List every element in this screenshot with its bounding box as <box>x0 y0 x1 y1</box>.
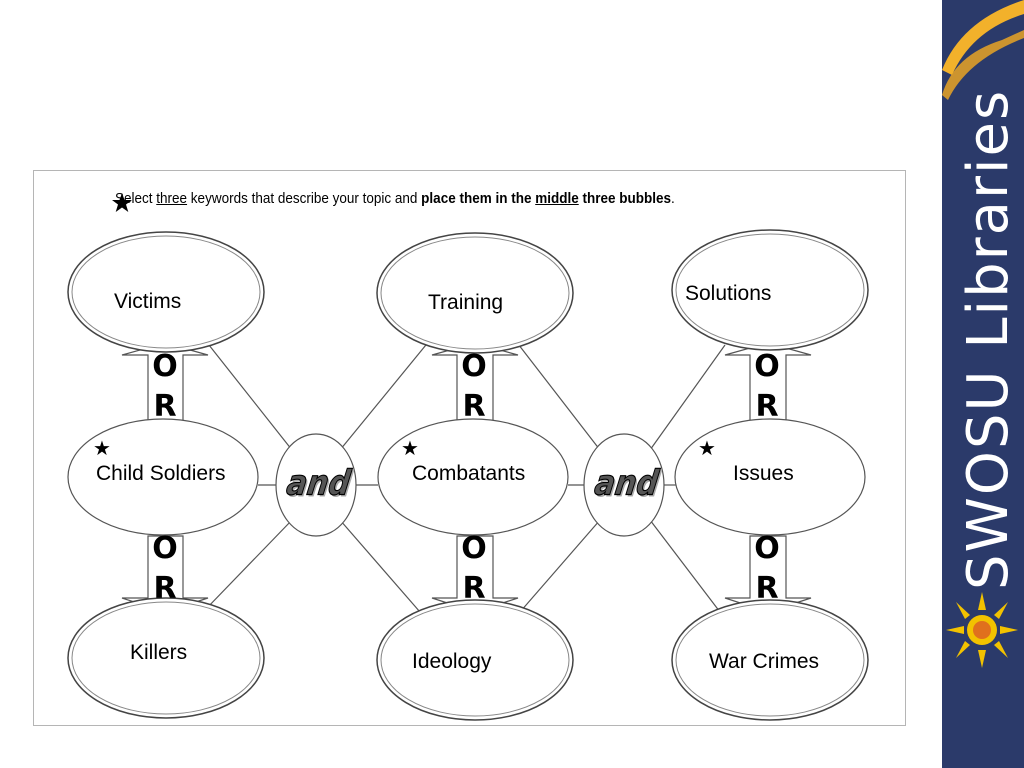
logo-text: SWOSU Libraries <box>956 88 1021 590</box>
line-and2-solutions <box>649 344 726 451</box>
and-label-right: and <box>592 463 662 504</box>
instruction-bold: place them in the <box>421 190 536 207</box>
or-letter-r: R <box>462 389 486 424</box>
keyword-center-right: Issues <box>733 462 794 485</box>
logo-banner <box>942 0 1024 768</box>
instruction-part: keywords that describe your topic and <box>187 190 422 207</box>
or-letter-o: O <box>754 531 780 566</box>
line-victims-and <box>204 339 293 451</box>
swoosh-stripe-icon <box>942 0 1024 75</box>
bubble-bottom-left <box>67 597 265 719</box>
keyword-bottom-left: Killers <box>130 641 188 664</box>
or-letter-o: O <box>152 531 178 566</box>
keyword-top-middle: Training <box>428 291 504 314</box>
bubble-bottom-middle <box>376 599 574 721</box>
instruction-emphasis-three: three <box>156 190 188 207</box>
bubble-top-right <box>671 229 869 351</box>
bubble-top-middle <box>376 232 574 354</box>
star-icon: ★ <box>401 438 419 460</box>
line-and2-warcrimes <box>649 519 721 613</box>
or-letter-r: R <box>153 389 177 424</box>
and-oval-right <box>583 433 665 537</box>
line-ideology-and2 <box>519 519 601 613</box>
or-letter-o: O <box>461 349 487 384</box>
line-killers-and <box>204 519 293 611</box>
connector-lines <box>204 339 726 613</box>
or-letter-r: R <box>755 571 779 606</box>
and-label-left: and <box>284 463 354 504</box>
keyword-top-left: Victims <box>114 290 182 313</box>
or-letter-o: O <box>754 349 780 384</box>
keyword-top-right: Solutions <box>685 282 772 305</box>
and-ovals <box>275 433 665 537</box>
line-and-ideology <box>339 519 421 613</box>
keyword-bottom-right: War Crimes <box>709 650 820 673</box>
keyword-center-left: Child Soldiers <box>96 462 226 485</box>
and-oval-left <box>275 433 357 537</box>
instruction-text: Select three keywords that describe your… <box>115 190 675 207</box>
or-letter-o: O <box>152 349 178 384</box>
or-letter-r: R <box>462 571 486 606</box>
bubble-center-middle <box>377 418 569 536</box>
bubble-bottom-right <box>671 599 869 721</box>
swoosh-graphic <box>942 0 1024 100</box>
instruction-period: . <box>671 190 675 207</box>
instruction-bold: three bubbles <box>578 190 672 207</box>
or-letter-o: O <box>461 531 487 566</box>
line-training-and2 <box>514 339 601 451</box>
star-icon: ★ <box>93 438 111 460</box>
bubble-top-left <box>67 231 265 353</box>
bubble-center-left <box>67 418 259 536</box>
star-icon: ★ <box>698 438 716 460</box>
outer-bubbles <box>67 229 869 721</box>
instruction-star-icon <box>112 193 132 212</box>
or-letter-r: R <box>153 571 177 606</box>
or-letter-r: R <box>755 389 779 424</box>
keyword-center-middle: Combatants <box>412 462 526 485</box>
instruction-part: Select <box>115 190 157 207</box>
center-bubbles <box>67 418 866 536</box>
diagram-graphics <box>67 193 869 721</box>
keyword-bottom-middle: Ideology <box>412 650 492 673</box>
instruction-emphasis-middle: middle <box>535 190 579 207</box>
sun-logo-icon <box>946 592 1018 668</box>
line-and-training <box>339 339 431 451</box>
bubble-center-right <box>674 418 866 536</box>
